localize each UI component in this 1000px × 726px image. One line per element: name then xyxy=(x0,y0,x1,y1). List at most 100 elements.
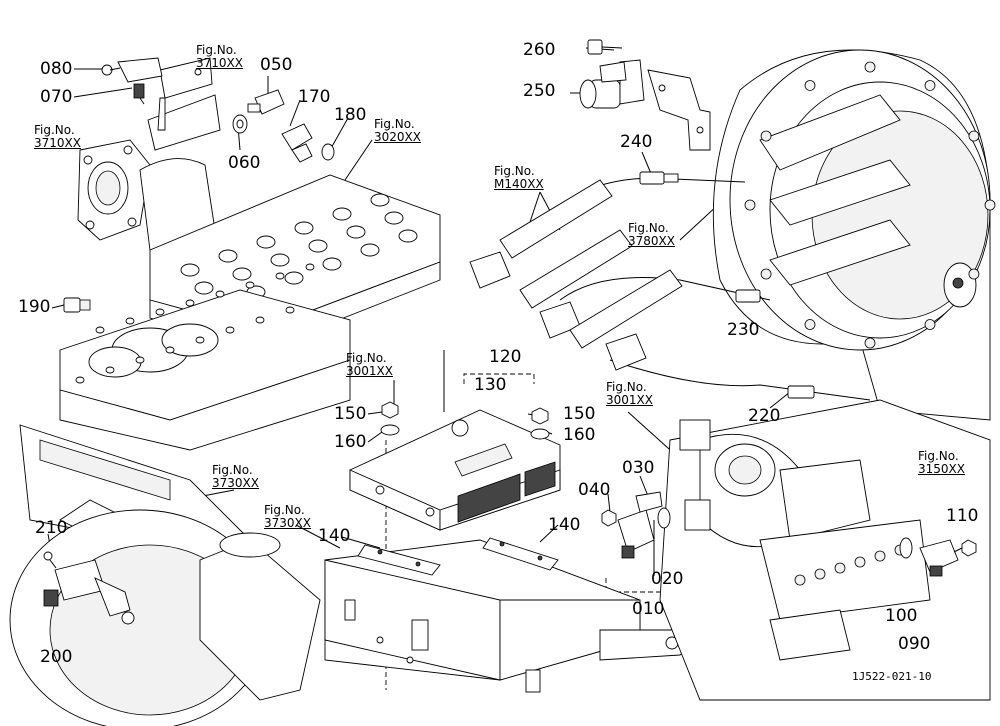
gasket-bolt-hole xyxy=(225,326,235,334)
part-label-010[interactable]: 010 xyxy=(632,599,665,619)
fig-ref-3710xx-top[interactable]: Fig.No.3710XX xyxy=(196,43,243,70)
housing-bolt xyxy=(814,568,826,580)
part-label-160-left[interactable]: 160 xyxy=(334,432,367,452)
housing-bolt xyxy=(804,319,816,330)
gasket-bolt-hole xyxy=(155,308,165,316)
sensor-170 xyxy=(281,123,313,163)
housing-bolt xyxy=(794,574,806,586)
head-port-hole xyxy=(322,257,342,271)
exhaust-manifold xyxy=(77,94,221,252)
part-label-080[interactable]: 080 xyxy=(40,59,73,79)
head-port-hole xyxy=(332,207,352,221)
gasket-bolt-hole xyxy=(185,299,195,307)
fig-ref-3150xx[interactable]: Fig.No.3150XX xyxy=(918,449,965,476)
bolt-110 xyxy=(953,539,977,557)
part-label-150-right[interactable]: 150 xyxy=(563,404,596,424)
part-label-190[interactable]: 190 xyxy=(18,297,51,317)
fig-ref-3001xx-left[interactable]: Fig.No.3001XX xyxy=(346,351,393,378)
gasket-bolt-hole xyxy=(275,272,285,280)
washer-160-right xyxy=(530,428,550,440)
head-port-hole xyxy=(180,263,200,277)
part-label-130[interactable]: 130 xyxy=(474,375,507,395)
part-label-160-right[interactable]: 160 xyxy=(563,425,596,445)
flywheel-housing xyxy=(712,49,996,421)
housing-bolt xyxy=(804,80,816,91)
housing-bolt xyxy=(854,556,866,568)
bolt-210 xyxy=(43,551,57,569)
fig-ref-3730xx-center[interactable]: Fig.No.3730XX xyxy=(264,503,311,530)
part-label-140-right[interactable]: 140 xyxy=(548,515,581,535)
gasket-bolt-hole xyxy=(95,326,105,334)
part-label-070[interactable]: 070 xyxy=(40,87,73,107)
bolt-260 xyxy=(587,39,623,55)
fig-ref-3780xx[interactable]: Fig.No.3780XX xyxy=(628,221,675,248)
housing-bolt xyxy=(864,337,876,349)
head-port-hole xyxy=(370,193,390,207)
part-label-260[interactable]: 260 xyxy=(523,40,556,60)
head-port-hole xyxy=(360,243,380,257)
fan-shroud xyxy=(9,509,321,726)
part-label-250[interactable]: 250 xyxy=(523,81,556,101)
housing-bolt xyxy=(760,130,772,142)
fig-ref-3020xx[interactable]: Fig.No.3020XX xyxy=(374,117,421,144)
part-label-060[interactable]: 060 xyxy=(228,153,261,173)
head-port-hole xyxy=(308,239,328,253)
part-label-140-left[interactable]: 140 xyxy=(318,526,351,546)
gasket-bolt-hole xyxy=(245,281,255,289)
housing-bolt xyxy=(834,562,846,574)
part-label-090[interactable]: 090 xyxy=(898,634,931,654)
bolt-080 xyxy=(101,64,121,76)
part-label-030[interactable]: 030 xyxy=(622,458,655,478)
sensor-190 xyxy=(63,297,91,313)
part-label-210[interactable]: 210 xyxy=(35,518,68,538)
part-label-200[interactable]: 200 xyxy=(40,647,73,667)
head-port-hole xyxy=(346,225,366,239)
nut-150-right xyxy=(531,407,549,425)
transmission-housing xyxy=(659,399,991,701)
fig-ref-3710xx-left[interactable]: Fig.No.3710XX xyxy=(34,123,81,150)
part-label-180[interactable]: 180 xyxy=(334,105,367,125)
part-label-110[interactable]: 110 xyxy=(946,506,979,526)
gasket-bolt-hole xyxy=(75,376,85,384)
gasket-bolt-hole xyxy=(135,356,145,364)
fig-ref-3001xx-right[interactable]: Fig.No.3001XX xyxy=(606,380,653,407)
part-label-020[interactable]: 020 xyxy=(651,569,684,589)
oring-100 xyxy=(899,537,913,559)
part-label-150-left[interactable]: 150 xyxy=(334,404,367,424)
speed-sensor-090 xyxy=(919,539,959,577)
gasket-bolt-hole xyxy=(285,306,295,314)
housing-bolt xyxy=(968,268,980,280)
part-label-120[interactable]: 120 xyxy=(489,347,522,367)
head-port-hole xyxy=(232,267,252,281)
part-label-050[interactable]: 050 xyxy=(260,55,293,75)
head-port-hole xyxy=(384,211,404,225)
head-port-hole xyxy=(398,229,418,243)
gasket-bolt-hole xyxy=(215,290,225,298)
mounting-frame xyxy=(324,539,691,693)
sensor-bracket-right xyxy=(647,69,711,151)
bolt-040 xyxy=(601,509,617,527)
speed-sensor-070 xyxy=(117,57,163,105)
housing-bolt xyxy=(874,550,886,562)
temp-sensor-050 xyxy=(247,89,285,115)
head-port-hole xyxy=(194,281,214,295)
fig-ref-3730xx-left[interactable]: Fig.No.3730XX xyxy=(212,463,259,490)
speed-sensor-010 xyxy=(617,491,663,559)
part-label-040[interactable]: 040 xyxy=(578,480,611,500)
bracket-140-left xyxy=(357,544,441,576)
head-gasket xyxy=(59,263,351,421)
diagram-code: 1J522-021-10 xyxy=(852,670,932,683)
head-port-hole xyxy=(294,221,314,235)
gasket-bolt-hole xyxy=(305,263,315,271)
sensor-bracket-top xyxy=(157,57,213,131)
fig-ref-m140xx[interactable]: Fig.No.M140XX xyxy=(494,164,544,191)
gasket-bolt-hole xyxy=(255,316,265,324)
part-label-170[interactable]: 170 xyxy=(298,87,331,107)
part-label-220[interactable]: 220 xyxy=(748,406,781,426)
gasket-bolt-hole xyxy=(105,366,115,374)
part-label-100[interactable]: 100 xyxy=(885,606,918,626)
gasket-bolt-hole xyxy=(165,346,175,354)
bracket-140-right xyxy=(482,537,559,571)
part-label-240[interactable]: 240 xyxy=(620,132,653,152)
part-label-230[interactable]: 230 xyxy=(727,320,760,340)
